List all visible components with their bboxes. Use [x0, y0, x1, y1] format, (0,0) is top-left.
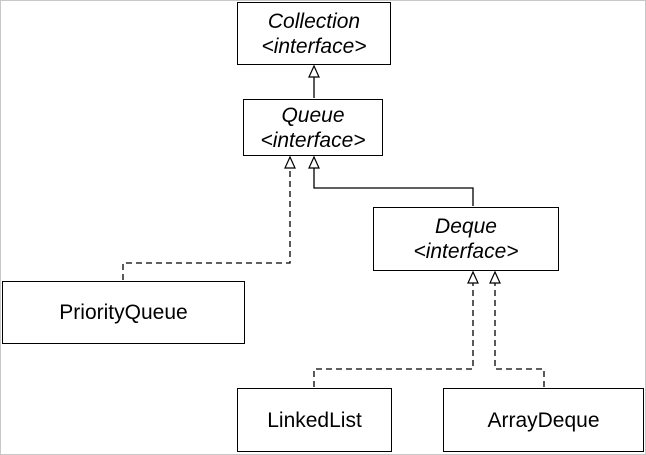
deque-name: Deque: [435, 215, 497, 238]
priorityqueue-class-box: PriorityQueue: [2, 281, 245, 344]
arraydeque-name: ArrayDeque: [487, 408, 600, 432]
deque-interface-box: Deque <interface>: [373, 207, 559, 271]
edge-queue-collection: [308, 64, 320, 98]
queue-stereotype: <interface>: [260, 128, 366, 152]
linkedlist-name: LinkedList: [267, 408, 362, 432]
collection-interface-box: Collection <interface>: [237, 2, 391, 65]
queue-name: Queue: [281, 103, 345, 127]
edge-arraydeque-deque: [489, 270, 545, 387]
edge-linkedlist-deque: [313, 270, 479, 387]
collection-name: Collection: [267, 9, 361, 33]
queue-interface-box: Queue <interface>: [243, 99, 383, 156]
edge-priorityqueue-queue: [122, 155, 296, 280]
deque-stereotype: <interface>: [413, 240, 519, 263]
edge-deque-queue: [308, 155, 474, 206]
arraydeque-class-box: ArrayDeque: [443, 388, 644, 452]
linkedlist-class-box: LinkedList: [237, 388, 392, 452]
priorityqueue-name: PriorityQueue: [59, 301, 188, 324]
collection-stereotype: <interface>: [261, 34, 367, 58]
